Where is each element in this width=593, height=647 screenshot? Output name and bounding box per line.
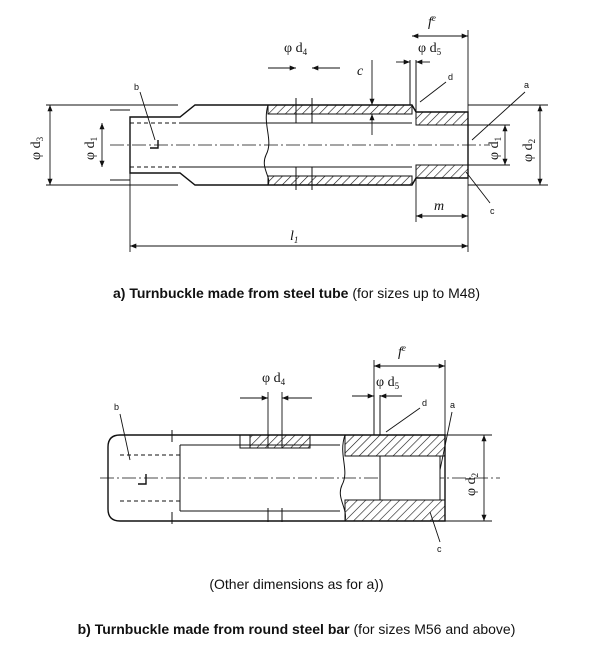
note-d-b: d: [422, 398, 427, 408]
label-m: m: [434, 199, 444, 214]
caption-other-dimensions: (Other dimensions as for a)): [209, 576, 384, 592]
label-d3: φ d3: [29, 136, 45, 160]
label-d1-right: φ d1: [487, 137, 503, 160]
label-l1: l1: [290, 229, 298, 245]
hatched-right-bottom: [344, 499, 446, 522]
bar-outline: [107, 434, 446, 522]
note-c-a: c: [490, 206, 495, 216]
label-d1-left: φ d1: [83, 137, 99, 160]
figure-a-labels: φ d4 c fe φ d5 φ d3 φ d1 φ d1 φ d2 m l1 …: [29, 13, 537, 245]
label-d4-b: φ d4: [262, 371, 286, 387]
label-c: c: [357, 64, 364, 79]
label-fe-b: fe: [398, 343, 406, 360]
label-d2: φ d2: [521, 139, 537, 162]
label-fe: fe: [428, 13, 436, 30]
figure-a-steel-tube: [110, 60, 490, 190]
label-d4: φ d4: [284, 41, 308, 57]
caption-a-scope: (for sizes up to M48): [352, 285, 480, 301]
note-b-a: b: [134, 82, 139, 92]
note-a-a: a: [524, 80, 529, 90]
note-a-b: a: [450, 400, 455, 410]
hatched-pocket: [249, 434, 311, 449]
hatched-right-top: [344, 434, 446, 457]
hatched-wall-top: [267, 104, 413, 115]
right-nut-bottom: [415, 164, 469, 179]
label-d5-b: φ d5: [376, 375, 400, 391]
figure-b-dimensions: [119, 360, 492, 543]
figure-b-labels: φ d4 fe φ d5 φ d2 b a d c: [114, 343, 480, 554]
caption-figure-b: b) Turnbuckle made from round steel bar …: [0, 621, 593, 637]
window-pocket: [239, 435, 251, 449]
note-b-b: b: [114, 402, 119, 412]
caption-b-title: b) Turnbuckle made from round steel bar: [77, 621, 350, 637]
break-line: [263, 104, 270, 186]
caption-figure-a: a) Turnbuckle made from steel tube (for …: [0, 285, 593, 301]
caption-b-scope: (for sizes M56 and above): [353, 621, 516, 637]
hatched-wall-bottom: [267, 175, 413, 186]
figure-a-dimensions: [46, 30, 548, 252]
label-d5: φ d5: [418, 41, 442, 57]
right-nut-top: [415, 111, 469, 126]
caption-a-title: a) Turnbuckle made from steel tube: [113, 285, 349, 301]
note-d-a: d: [448, 72, 453, 82]
figure-b-round-bar: [100, 395, 500, 524]
label-d2-b: φ d2: [464, 473, 480, 496]
note-c-b: c: [437, 544, 442, 554]
